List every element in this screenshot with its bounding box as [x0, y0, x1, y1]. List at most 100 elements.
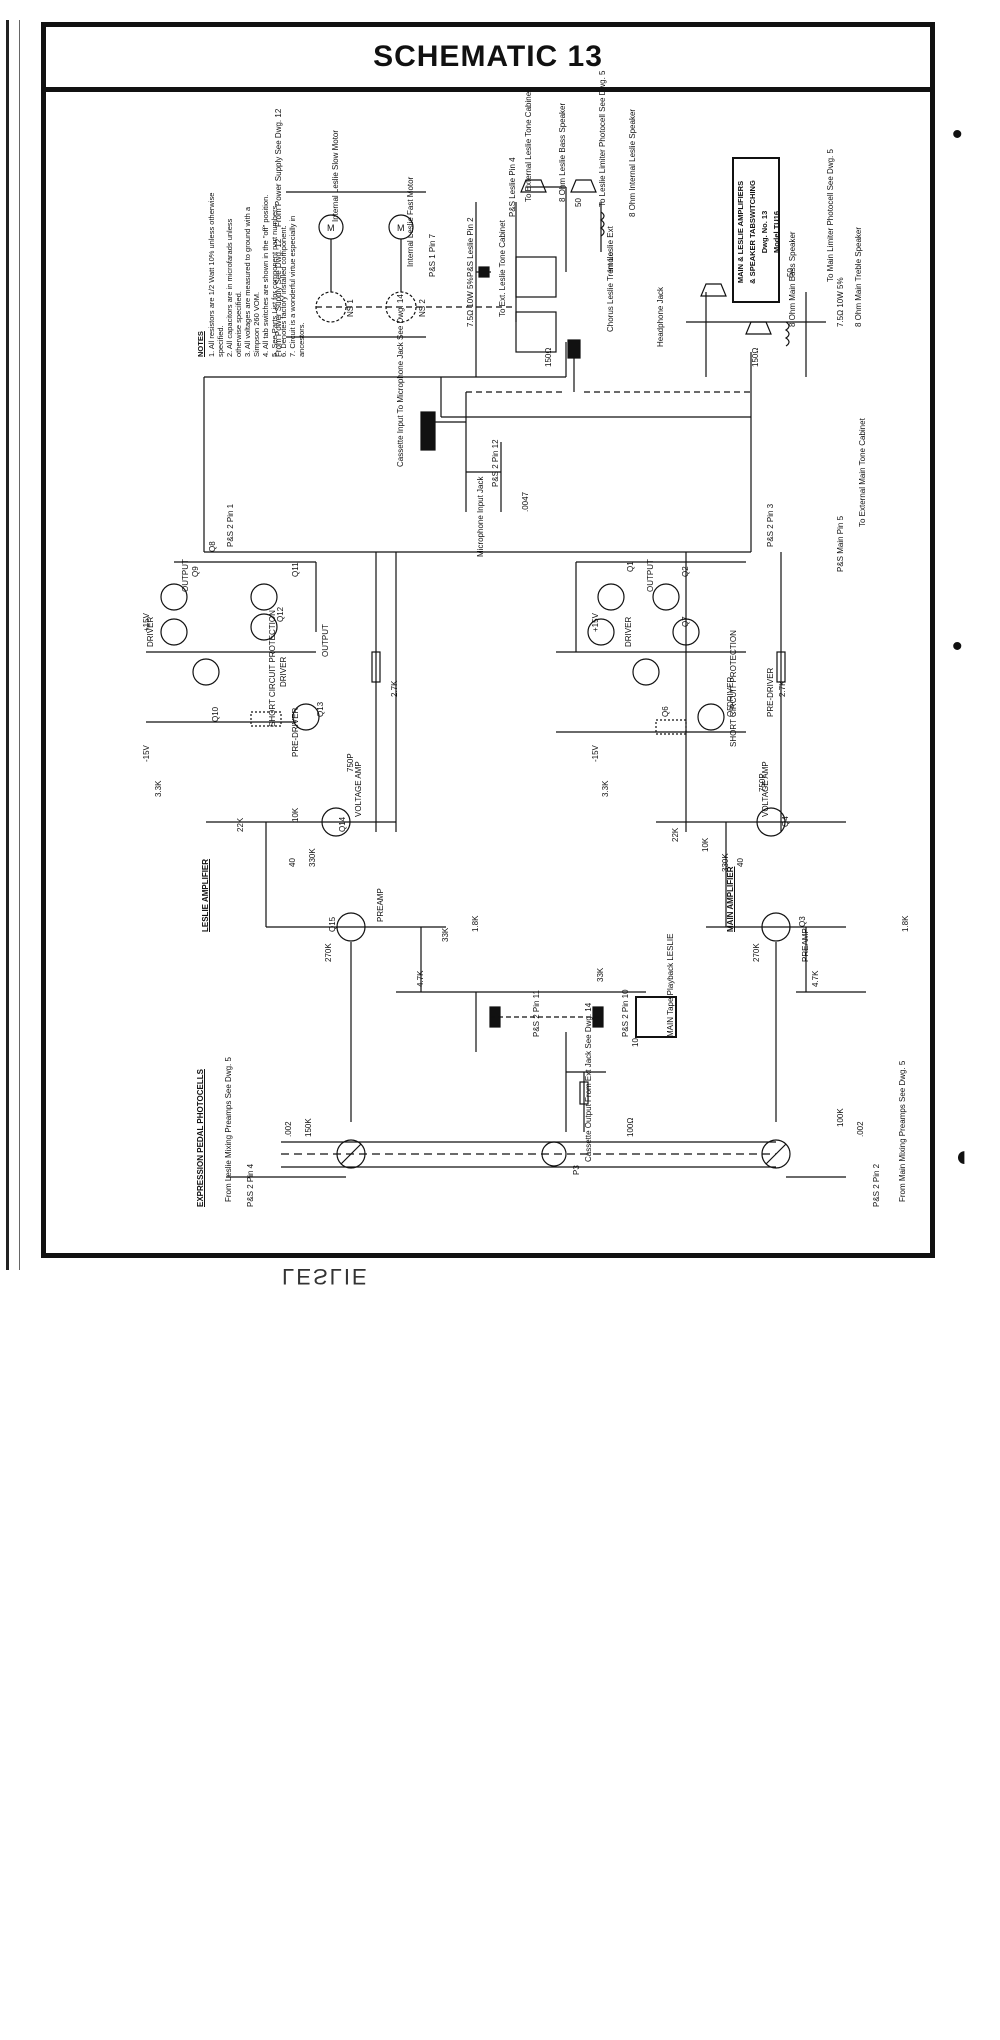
label-output: OUTPUT: [181, 559, 190, 592]
label-output: OUTPUT: [321, 624, 330, 657]
title-block-model: Model TU16: [771, 210, 781, 254]
label-r-3-3k: 3.3K: [601, 780, 610, 797]
label-c-40: 40: [288, 858, 297, 867]
schematic-frame: SCHEMATIC 13: [41, 22, 935, 1258]
label-r-270k: 270K: [324, 943, 333, 962]
label-c-0047: .0047: [521, 491, 530, 512]
main-horizontal-rail: [204, 551, 751, 832]
label-r-22k: 22K: [671, 827, 680, 842]
title-block-line: MAIN & LESLIE AMPLIFIERS: [735, 180, 745, 284]
note-item: 2. All capacitors are in microfarads unl…: [225, 218, 243, 357]
label-r-10k: 10K: [291, 807, 300, 822]
label-internal-leslie-speaker: 8 Ohm Internal Leslie Speaker: [628, 108, 637, 217]
microphone-input: [420, 392, 502, 512]
label-r-4-7k: 4.7K: [811, 970, 820, 987]
label-pas2-pin11: P&S 2 Pin 11: [532, 990, 541, 1037]
label-pre-driver: PRE-DRIVER: [291, 707, 300, 757]
label-fast-motor: Internal Leslie Fast Motor: [406, 176, 415, 267]
svg-text:M: M: [397, 223, 405, 233]
label-ns2: NS 2: [418, 299, 427, 317]
label-c-50: 50: [574, 198, 583, 207]
label-c-50: 50: [786, 268, 795, 277]
label-voltage-amp: VOLTAGE AMP: [354, 761, 363, 817]
label-output: OUTPUT: [646, 559, 655, 592]
label-main-bass: 8 Ohm Main Bass Speaker: [788, 231, 797, 327]
label-v-16: -15V: [591, 745, 600, 762]
binder-edge: [6, 20, 20, 1270]
label-c-002: .002: [856, 1121, 865, 1137]
leslie-voltage-preamp: [206, 807, 476, 1122]
label-cassette-output: Cassette Output From Ext Jack See Dwg. 1…: [584, 1002, 593, 1162]
label-r-330k: 330K: [308, 848, 317, 867]
label-preamp: PREAMP: [376, 888, 385, 922]
label-q13: Q13: [316, 701, 325, 717]
schematic-drawing: M M: [146, 179, 866, 1178]
note-item: 4. All tab switches are shown in the "of…: [261, 194, 270, 357]
label-q6: Q6: [661, 706, 670, 717]
label-pas-main-pin5: P&S Main Pin 5: [836, 515, 845, 572]
mirrored-margin-text: LESLIE: [282, 1264, 369, 1289]
label-pre-driver: PRE-DRIVER: [766, 667, 775, 717]
label-q15: Q15: [328, 916, 337, 932]
label-q11: Q11: [291, 562, 300, 577]
label-c-40: 40: [736, 858, 745, 867]
label-pas2-pin10: P&S 2 Pin 10: [621, 989, 630, 1037]
label-ns1: NS 1: [346, 299, 355, 317]
label-r-3-3k: 3.3K: [154, 780, 163, 797]
label-short-circuit: SHORT CIRCUIT PROTECTION: [729, 630, 738, 747]
label-pas2-pin4: P&S 2 Pin 4: [246, 1163, 255, 1207]
label-q9: Q9: [191, 566, 200, 577]
title-block-line: & SPEAKER TABSWITCHING: [747, 180, 757, 284]
label-driver: DRIVER: [279, 656, 288, 687]
label-r-33k: 33K: [441, 927, 450, 942]
label-r-270k: 270K: [752, 943, 761, 962]
label-v-15: +15V: [142, 613, 151, 632]
label-expression: EXPRESSION PEDAL PHOTOCELLS: [196, 1069, 205, 1207]
label-power-supply: From Power Supply See Dwg. 12: [274, 108, 283, 227]
label-pas1: P&S 1 Pin 7: [428, 233, 437, 277]
label-short-circuit: SHORT CIRCUIT PROTECTION: [268, 610, 277, 727]
note-item: 7. Circuit is a wonderful virtue especia…: [288, 215, 306, 357]
label-r-33k: 33K: [596, 967, 605, 982]
label-q3: Q3: [798, 916, 807, 927]
label-p3: P3: [572, 1165, 581, 1175]
label-leslie-amp: LESLIE AMPLIFIER: [201, 858, 210, 932]
label-r-22k: 22K: [236, 817, 245, 832]
label-ext-leslie-tone: To External Leslie Tone Cabinet: [524, 89, 533, 202]
label-slow-motor: Internal Leslie Slow Motor: [331, 129, 340, 222]
punch-hole-icon: •: [952, 630, 963, 663]
label-r-10k: 10K: [701, 837, 710, 852]
label-q5: Q5: [726, 706, 735, 717]
label-main-tape: MAIN Tape Playback LESLIE: [666, 933, 675, 1037]
label-preamp: PREAMP: [801, 928, 810, 962]
leslie-output-stage: [146, 552, 381, 832]
label-r-1-8k: 1.8K: [471, 915, 480, 932]
notes-block: NOTES 1. All resistors are 1/2 Watt 10% …: [196, 187, 306, 357]
note-item: 1. All resistors are 1/2 Watt 10% unless…: [207, 192, 225, 357]
label-r-7-5ohm: 7.5Ω 10W 5%: [836, 277, 845, 327]
label-q12: Q12: [276, 606, 285, 622]
label-pas2-pin1: P&S 2 Pin 1: [226, 503, 235, 547]
label-from-leslie: From Leslie Mixing Preamps See Dwg. 5: [224, 1057, 233, 1202]
label-v-15: +15V: [591, 613, 600, 632]
label-r-2-7k: 2.7K: [390, 680, 399, 697]
main-voltage-preamp: [656, 807, 866, 1122]
title-bar: SCHEMATIC 13: [46, 27, 930, 92]
main-speaker-switching: [686, 283, 826, 417]
label-headphone: Headphone Jack: [656, 286, 665, 347]
label-pas-leslie-pin4: P&S Leslie Pin 4: [508, 157, 517, 217]
svg-text:M: M: [327, 223, 335, 233]
label-r-4-7k: 4.7K: [416, 970, 425, 987]
label-from-main: From Main Mixing Preamps See Dwg. 5: [898, 1060, 907, 1202]
label-r-100ohm: 100Ω: [626, 1117, 635, 1137]
label-ext-main: To External Main Tone Cabinet: [858, 418, 867, 527]
main-output-stage: [556, 552, 786, 832]
expression-photocells: [226, 1072, 846, 1178]
label-r-150ohm: 150Ω: [544, 347, 553, 367]
label-pas2-pin12: P&S 2 Pin 12: [491, 439, 500, 487]
label-c-750p: 750P: [346, 753, 355, 772]
label-r-150k: 150K: [304, 1118, 313, 1137]
punch-hole-icon: ◖: [952, 1140, 971, 1173]
leslie-motors: M M: [286, 191, 516, 338]
